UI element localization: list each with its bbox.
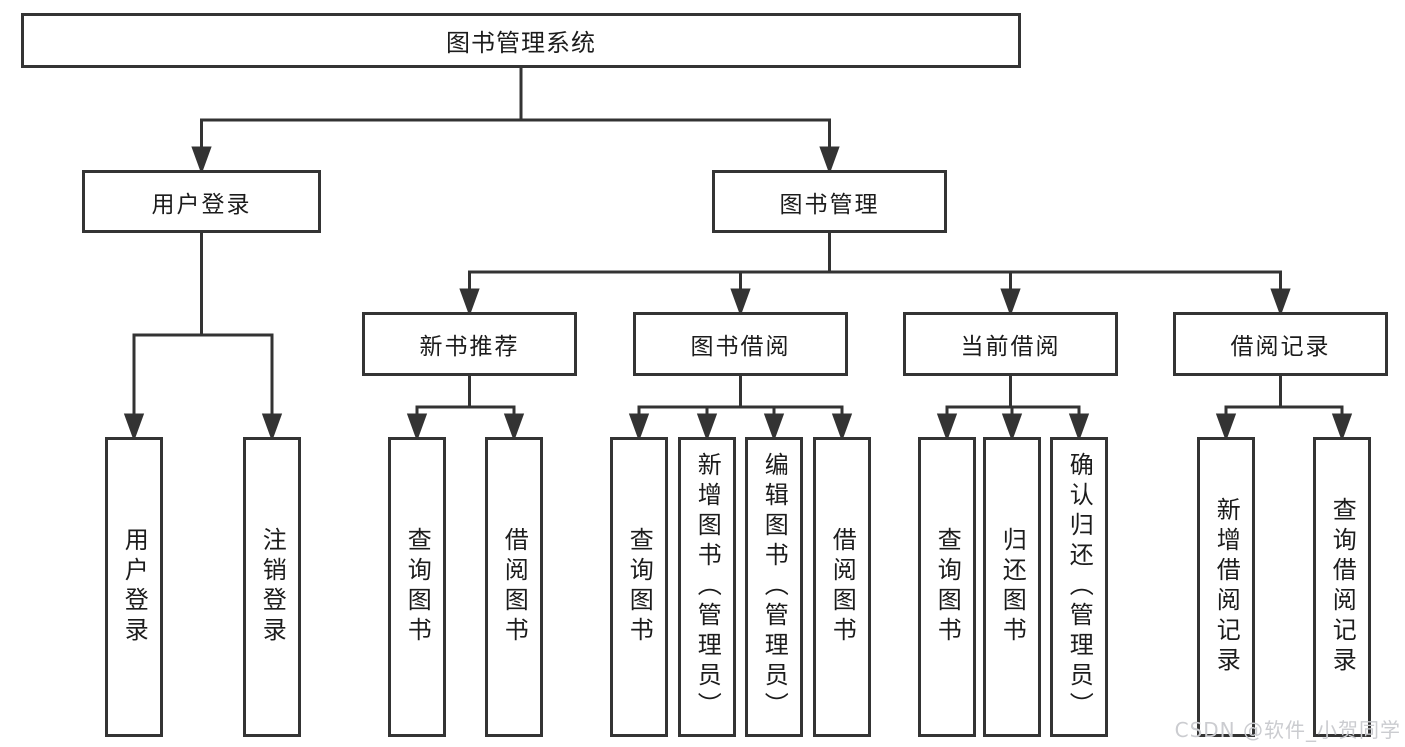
leaf-add-book-admin: 新增图书（管理员） [678,437,736,737]
arrowhead [406,405,428,442]
node-root-system: 图书管理系统 [21,13,1021,68]
leaf-borrow-book-recommend: 借阅图书 [485,437,543,737]
leaf-return-book: 归还图书 [983,437,1041,737]
arrowhead [936,405,958,442]
node-book-borrow: 图书借阅 [633,312,848,376]
leaf-query-borrow-record: 查询借阅记录 [1313,437,1371,737]
arrowhead [123,333,145,442]
csdn-watermark: CSDN @软件_小贺同学 [1174,718,1401,742]
leaf-query-book-recommend: 查询图书 [388,437,446,737]
node-borrow-record: 借阅记录 [1173,312,1388,376]
arrowhead [1270,270,1291,317]
leaf-query-book-current: 查询图书 [918,437,976,737]
node-book-management: 图书管理 [712,170,947,233]
arrowhead [261,333,283,442]
arrowhead [831,405,853,442]
leaf-add-borrow-record: 新增借阅记录 [1197,437,1255,737]
arrowhead [763,405,785,442]
node-new-book-recommend: 新书推荐 [362,312,577,376]
arrowhead [191,118,212,175]
arrowhead [696,405,718,442]
arrowhead [1001,405,1023,442]
leaf-borrow-book: 借阅图书 [813,437,871,737]
arrowhead [730,270,751,317]
arrowhead [459,270,480,317]
arrowhead [819,118,840,175]
node-current-borrow: 当前借阅 [903,312,1118,376]
arrowhead [1068,405,1090,442]
arrowhead [503,405,525,442]
leaf-confirm-return-admin: 确认归还（管理员） [1050,437,1108,737]
arrowhead [1215,405,1237,442]
arrowhead [1331,405,1353,442]
leaf-user-login: 用户登录 [105,437,163,737]
leaf-logout: 注销登录 [243,437,301,737]
arrowhead [1000,270,1021,317]
node-user-login: 用户登录 [82,170,321,233]
leaf-edit-book-admin: 编辑图书（管理员） [745,437,803,737]
leaf-query-book-borrow: 查询图书 [610,437,668,737]
arrowhead [628,405,650,442]
